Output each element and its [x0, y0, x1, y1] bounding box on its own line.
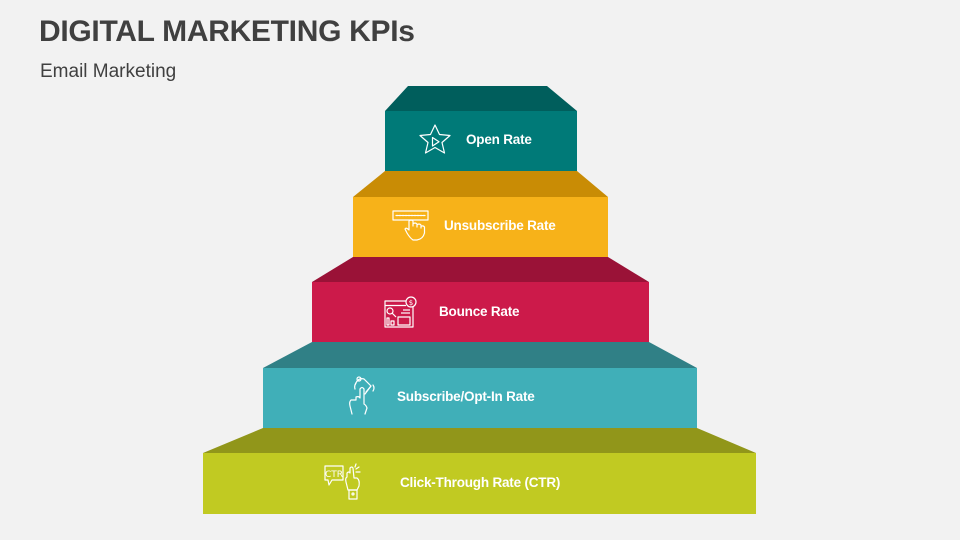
step-label-open-rate: Open Rate: [466, 132, 532, 147]
page-subtitle: Email Marketing: [40, 61, 177, 82]
step-label-unsubscribe-rate: Unsubscribe Rate: [444, 218, 556, 233]
step-label-subscribe-rate: Subscribe/Opt-In Rate: [397, 389, 535, 404]
step-subscribe-rate: [263, 342, 697, 428]
step-top-face: [263, 342, 697, 368]
svg-text:$: $: [409, 299, 413, 307]
step-front-face: [385, 111, 577, 171]
unsubscribe-click-icon: [392, 210, 429, 241]
step-front-face: [353, 197, 608, 257]
page-title: DIGITAL MARKETING KPIs: [39, 15, 415, 48]
step-unsubscribe-rate: [353, 171, 608, 257]
step-front-face: [203, 453, 756, 514]
svg-text:CTR: CTR: [325, 470, 343, 480]
bounce-analytics-icon: $: [384, 296, 417, 328]
step-label-click-through-rate: Click-Through Rate (CTR): [400, 475, 561, 490]
step-top-face: [385, 86, 577, 111]
bell-tap-icon: [349, 376, 375, 415]
ctr-click-icon: CTR: [324, 463, 361, 500]
step-top-face: [203, 428, 756, 453]
step-open-rate: [385, 86, 577, 171]
step-front-face: [312, 282, 649, 342]
step-top-face: [353, 171, 608, 197]
step-top-face: [312, 257, 649, 282]
step-label-bounce-rate: Bounce Rate: [439, 304, 520, 319]
step-click-through-rate: [203, 428, 756, 514]
step-front-face: [263, 368, 697, 428]
star-play-icon: [419, 124, 451, 154]
step-bounce-rate: [312, 257, 649, 342]
